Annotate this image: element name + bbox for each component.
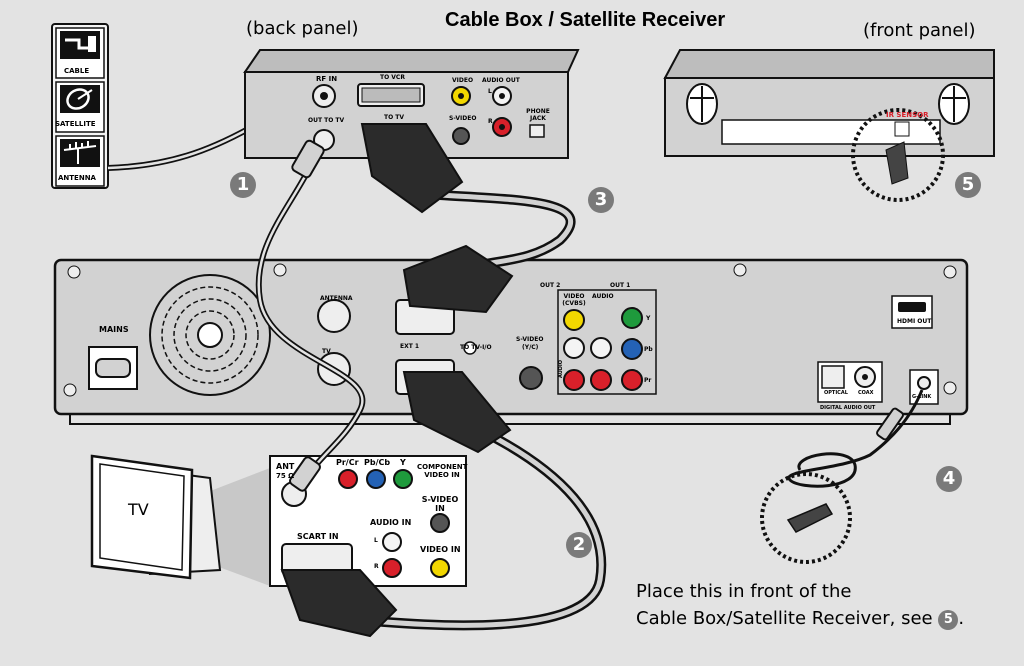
cable-box-front-panel bbox=[663, 49, 995, 202]
recorder-s-video-label: S-VIDEO bbox=[516, 336, 544, 343]
out2-label: OUT 2 bbox=[540, 282, 561, 289]
source-satellite-label: SATELLITE bbox=[55, 120, 96, 128]
phone-jack-label: PHONE JACK bbox=[526, 108, 550, 122]
ext1-label: EXT 1 bbox=[400, 343, 420, 350]
to-tv-label: TO TV bbox=[384, 114, 405, 121]
s-video-label: S-VIDEO bbox=[449, 115, 477, 122]
coax-label: COAX bbox=[858, 390, 874, 396]
note-step-5-ref: 5 bbox=[938, 610, 959, 630]
digital-audio-out-label: DIGITAL AUDIO OUT bbox=[820, 405, 876, 411]
comp-pb-label: Pb bbox=[644, 346, 653, 353]
source-antenna-label: ANTENNA bbox=[58, 174, 96, 182]
note-end: . bbox=[958, 608, 965, 629]
comp-pr-label: Pr bbox=[644, 377, 652, 384]
tv-port-label: TV bbox=[322, 348, 331, 355]
tv-audio-in-label: AUDIO IN bbox=[370, 518, 412, 527]
step-3-badge: 3 bbox=[588, 187, 614, 213]
audio-out-label: AUDIO OUT bbox=[482, 77, 520, 84]
note-line-2-text: Cable Box/Satellite Receiver, see bbox=[636, 608, 933, 629]
step-4-badge: 4 bbox=[936, 466, 962, 492]
tv-audio-l-label: L bbox=[374, 537, 378, 544]
hdmi-out-label: HDMI OUT bbox=[897, 318, 932, 325]
optical-label: OPTICAL bbox=[824, 390, 848, 396]
to-vcr-label: TO VCR bbox=[380, 74, 405, 81]
antenna-icon bbox=[60, 139, 100, 167]
antenna-port-label: ANTENNA bbox=[320, 295, 353, 302]
audio-l-label: L bbox=[488, 88, 492, 95]
note-line-1: Place this in front of the bbox=[636, 581, 852, 602]
source-cable-label: CABLE bbox=[64, 67, 90, 75]
tv-y-label: Y bbox=[400, 458, 406, 467]
rf-in-label: RF IN bbox=[316, 75, 338, 83]
audio-r-label: R bbox=[488, 118, 493, 125]
tv-ant-label: ANT bbox=[276, 462, 295, 471]
back-panel-label: (back panel) bbox=[246, 18, 359, 39]
component-video-in-label: COMPONENT VIDEO IN bbox=[417, 463, 468, 479]
tv-video-in-label: VIDEO IN bbox=[420, 545, 461, 554]
step-2-badge: 2 bbox=[566, 532, 592, 558]
step-5-badge: 5 bbox=[955, 172, 981, 198]
tv-s-video-in-label: S-VIDEO IN bbox=[421, 495, 459, 513]
recorder-back-panel bbox=[53, 258, 969, 425]
tv-connection-panel bbox=[269, 455, 467, 587]
tv-pr-cr-label: Pr/Cr bbox=[336, 458, 359, 467]
recorder-s-video-sub: (Y/C) bbox=[522, 344, 539, 351]
scart-in-label: SCART IN bbox=[297, 532, 339, 541]
to-tv-io-label: TO TV-I/O bbox=[460, 344, 492, 351]
tv-label: TV bbox=[128, 500, 149, 519]
recorder-audio-side-label: AUDIO bbox=[558, 359, 565, 379]
tv-ant-ohm-label: 75 Ω bbox=[276, 472, 295, 480]
recorder-audio-label: AUDIO bbox=[592, 293, 614, 300]
diagram-title: Cable Box / Satellite Receiver bbox=[445, 9, 726, 31]
out1-label: OUT 1 bbox=[610, 282, 631, 289]
mains-label: MAINS bbox=[99, 325, 129, 334]
out-to-tv-label: OUT TO TV bbox=[308, 117, 345, 124]
step-1-badge: 1 bbox=[230, 172, 256, 198]
video-label: VIDEO bbox=[452, 77, 474, 84]
source-icons bbox=[51, 23, 109, 189]
tv-pb-cb-label: Pb/Cb bbox=[364, 458, 391, 467]
comp-y-label: Y bbox=[646, 315, 651, 322]
g-link-label: G-LINK bbox=[912, 394, 932, 400]
video-cvbs-label: VIDEO (CVBS) bbox=[562, 293, 586, 307]
ir-sensor-label: IR SENSOR bbox=[886, 111, 929, 119]
satellite-icon bbox=[60, 85, 100, 113]
tv-audio-r-label: R bbox=[374, 563, 379, 570]
tv-drawing bbox=[90, 454, 270, 586]
cable-icon bbox=[60, 31, 100, 59]
note-line-2: Cable Box/Satellite Receiver, see 5. bbox=[636, 608, 964, 631]
front-panel-label: (front panel) bbox=[863, 20, 976, 41]
